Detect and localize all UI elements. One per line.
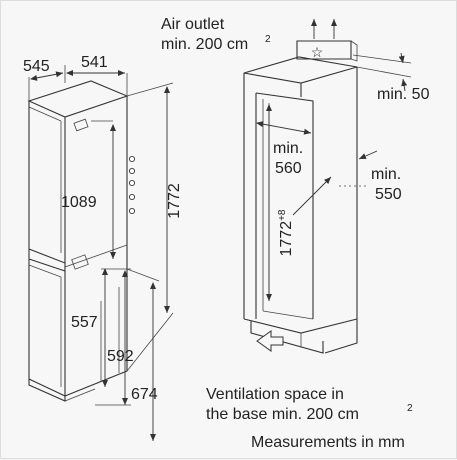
dim-592: [95, 268, 131, 406]
air-outlet-min: min. 200 cm: [161, 36, 248, 53]
mounting-dots: [128, 155, 136, 215]
dim-1089: [91, 120, 116, 259]
min-560-line2: 560: [275, 160, 302, 177]
ventilation-line1: Ventilation space in: [206, 386, 344, 403]
min-560-line1: min.: [273, 140, 303, 157]
measurements-note: Measurements in mm: [251, 434, 405, 451]
min-550-line2: 550: [375, 186, 402, 203]
dim-1089-label: 1089: [61, 194, 97, 211]
air-outlet-sup: 2: [265, 34, 271, 45]
dim-592-label: 592: [107, 348, 134, 365]
min-50-label: min. 50: [377, 86, 430, 103]
dim-674: [126, 268, 160, 441]
air-outlet-title: Air outlet: [161, 16, 225, 33]
svg-text:☆: ☆: [311, 44, 324, 60]
niche-drawing: ☆: [243, 19, 412, 354]
dim-545-label: 545: [23, 58, 50, 75]
appliance-lower-door: [28, 259, 66, 397]
air-outlet-grille: [296, 40, 352, 60]
niche-height-label: 1772+8: [277, 209, 295, 256]
appliance-top-face: [27, 80, 129, 118]
dim-1772: [126, 82, 174, 372]
dim-557-label: 557: [71, 314, 98, 331]
ventilation-sup: 2: [407, 403, 413, 414]
ventilation-line2: the base min. 200 cm: [206, 406, 359, 423]
width-dimensions: [28, 65, 128, 101]
ventilation-arrow-icon: [256, 330, 284, 352]
min-550-line1: min.: [371, 166, 401, 183]
niche-top-face: [243, 56, 358, 84]
dim-674-label: 674: [131, 386, 158, 403]
dim-1772-label: 1772: [166, 183, 183, 219]
appliance-upper-door: [28, 101, 66, 264]
dim-541-label: 541: [81, 54, 108, 71]
